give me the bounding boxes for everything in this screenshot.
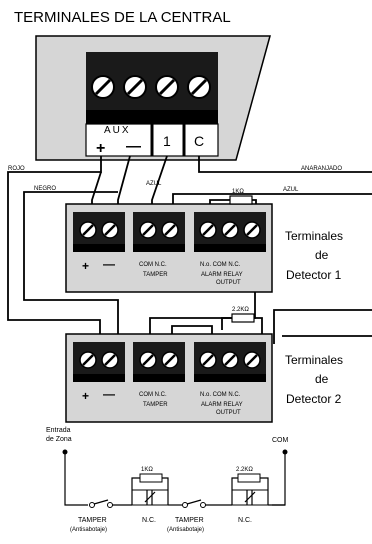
detector2-resistor-label: 2.2KΩ — [232, 307, 249, 313]
detector1-alarm-relay: ALARM RELAY — [201, 272, 243, 278]
central-aux-label: AUX — [104, 125, 131, 136]
detector1-label-line3: Detector 1 — [286, 268, 342, 282]
central-minus-label: — — [126, 138, 141, 155]
central-screws — [91, 75, 211, 99]
detector2-output: OUTPUT — [216, 410, 241, 416]
detector2-com-nc: COM N.C. — [139, 392, 167, 398]
detector2-label-line1: Terminales — [285, 353, 343, 367]
detector1-label-line1: Terminales — [285, 229, 343, 243]
detector1-output: OUTPUT — [216, 280, 241, 286]
diagram-title: TERMINALES DE LA CENTRAL — [14, 9, 231, 26]
detector1-minus: — — [103, 257, 115, 271]
wire-label-rojo: ROJO — [8, 166, 25, 172]
detector2-label-line3: Detector 2 — [286, 392, 342, 406]
schematic-resistor2 — [237, 473, 261, 483]
schematic-com: COM — [272, 437, 289, 444]
detector1-resistor — [229, 195, 253, 205]
detector2-no-com-nc: N.o. COM N.C. — [200, 392, 241, 398]
detector2-alarm-relay: ALARM RELAY — [201, 402, 243, 408]
detector2-resistor — [231, 313, 255, 323]
central-plus-label: + — [96, 140, 105, 157]
detector1-resistor-label: 1KΩ — [232, 189, 244, 195]
detector1-plus: + — [82, 259, 89, 273]
detector1-label-line2: de — [315, 248, 329, 262]
detector2-label-line2: de — [315, 372, 329, 386]
detector2: 2.2KΩ + — COM N.C. TAMPER N.o. COM N.C. … — [65, 307, 273, 423]
detector1: 1KΩ + — COM N.C. TAMPER N.o. COM N.C. AL… — [65, 189, 273, 293]
schematic-nc1: N.C. — [142, 517, 156, 524]
wire-label-azul-left: AZUL — [146, 181, 162, 187]
detector1-no-com-nc: N.o. COM N.C. — [200, 262, 241, 268]
central-terminal-strip — [86, 110, 218, 124]
detector2-plus: + — [82, 389, 89, 403]
detector2-tamper: TAMPER — [143, 402, 168, 408]
schematic-tamper1: TAMPER — [78, 517, 107, 524]
detector2-minus: — — [103, 387, 115, 401]
wire-label-negro: NEGRO — [34, 186, 56, 192]
schematic-resistor2-label: 2.2KΩ — [236, 467, 253, 473]
detector1-tamper: TAMPER — [143, 272, 168, 278]
schematic-resistor1 — [139, 473, 163, 483]
central-one-label: 1 — [163, 133, 171, 149]
schematic-antisabotaje1: (Antisabotaje) — [70, 527, 107, 533]
schematic-entrada-line2: de Zona — [46, 436, 72, 443]
wire-label-anaranjado: ANARANJADO — [301, 166, 342, 172]
detector1-com-nc: COM N.C. — [139, 262, 167, 268]
schematic-entrada-line1: Entrada — [46, 427, 71, 434]
schematic: Entrada de Zona COM 1KΩ 2.2KΩ — [46, 427, 289, 533]
schematic-nc2: N.C. — [238, 517, 252, 524]
schematic-resistor1-label: 1KΩ — [141, 467, 153, 473]
schematic-antisabotaje2: (Antisabotaje) — [167, 527, 204, 533]
schematic-tamper2: TAMPER — [175, 517, 204, 524]
wire-label-azul-right: AZUL — [283, 187, 299, 193]
central-c-label: C — [194, 133, 204, 149]
